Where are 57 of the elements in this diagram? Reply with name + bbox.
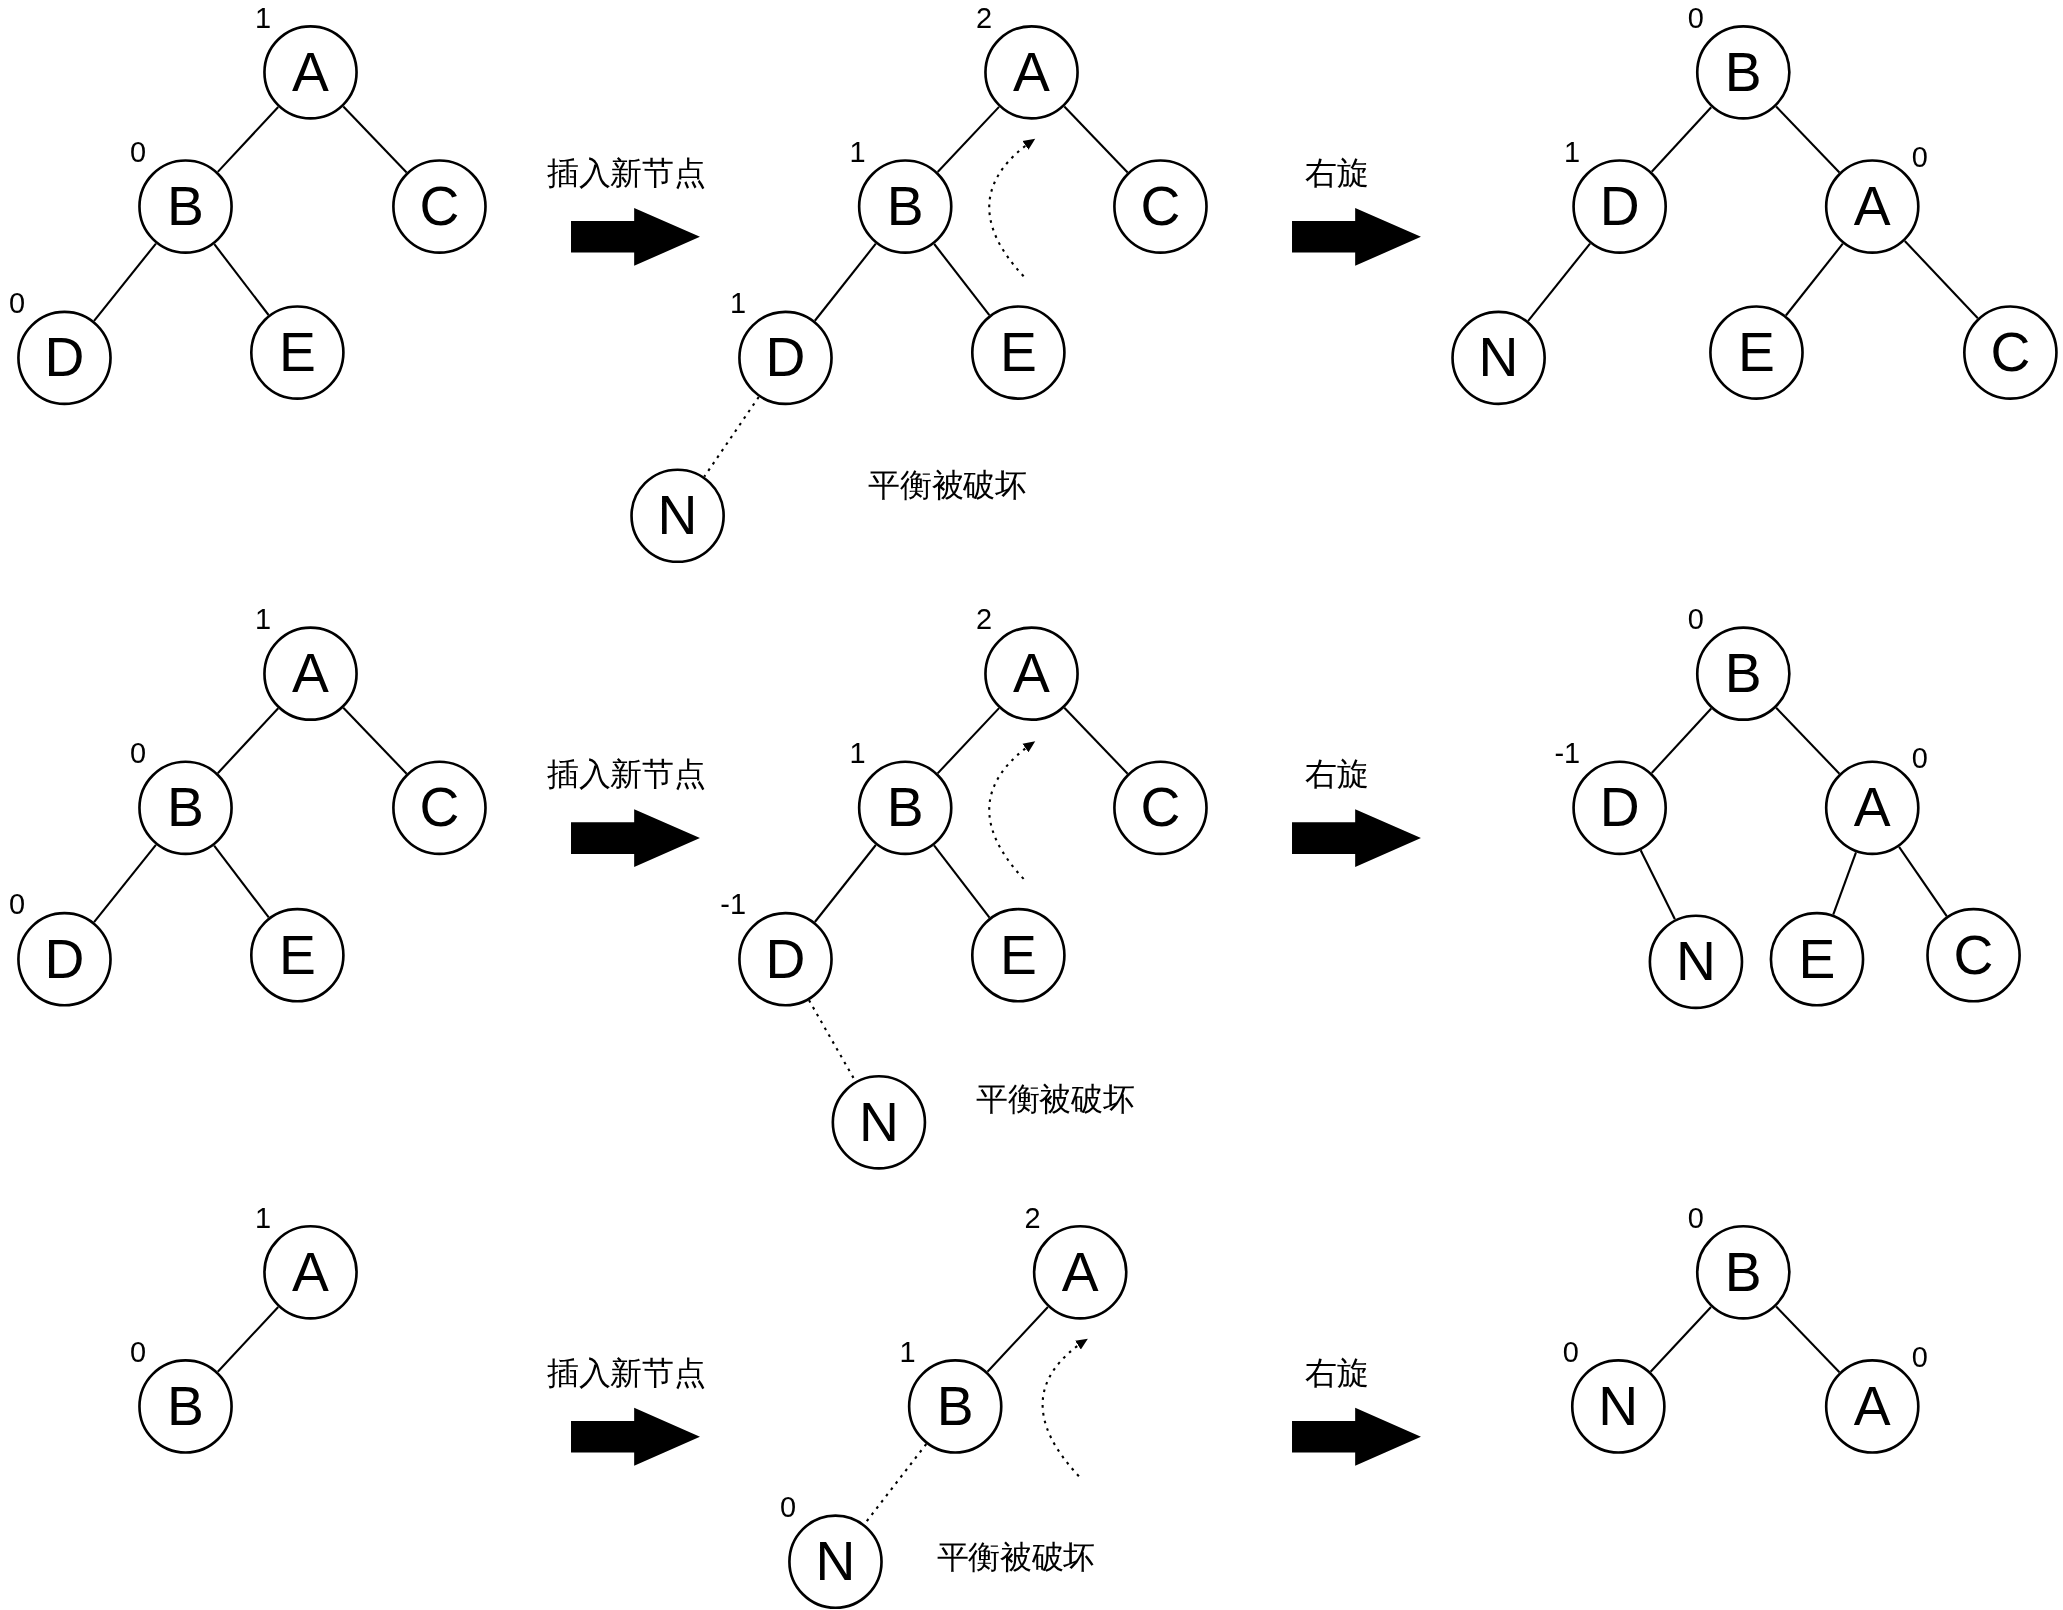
tree-edge — [1904, 240, 1979, 319]
tree-edge — [1063, 105, 1129, 174]
tree-edge — [1785, 243, 1844, 317]
tree-node-circle: C — [1926, 907, 2021, 1003]
annotation-text: 插入新节点 — [547, 759, 706, 791]
tree-node-circle: C — [1113, 760, 1208, 856]
tree-edge — [217, 707, 279, 774]
tree-edge — [1650, 106, 1712, 173]
tree-edge — [933, 844, 991, 919]
tree-node-circle: N — [831, 1074, 927, 1170]
tree-node-circle: E — [250, 907, 345, 1003]
tree-node-circle: C — [392, 159, 487, 254]
tree-edge — [814, 243, 877, 322]
dotted-tree-edge — [703, 396, 760, 478]
tree-edge — [1649, 1306, 1712, 1373]
tree-node-circle: E — [1769, 911, 1865, 1007]
tree-edge — [936, 707, 1000, 775]
tree-node-circle: C — [1113, 159, 1208, 254]
tree-node-circle: C — [392, 760, 487, 856]
tree-edge — [933, 243, 991, 316]
tree-edge — [1775, 105, 1841, 174]
tree-edge — [213, 243, 270, 316]
tree-node-circle: E — [971, 907, 1066, 1003]
dotted-tree-edge — [863, 1443, 928, 1525]
tree-edge — [1063, 707, 1129, 775]
tree-edge — [1775, 707, 1841, 775]
tree-edge — [1527, 242, 1591, 322]
tree-edge — [217, 1306, 279, 1373]
annotation-text: 右旋 — [1305, 157, 1369, 190]
tree-node-circle: N — [1451, 310, 1546, 406]
tree-edge — [1832, 851, 1857, 915]
annotation-text: 插入新节点 — [547, 157, 706, 190]
tree-node-circle: C — [1963, 305, 2058, 400]
tree-edge — [342, 707, 408, 775]
tree-edge — [93, 242, 157, 322]
annotation-text: 右旋 — [1305, 1357, 1369, 1390]
tree-node-circle: E — [971, 305, 1066, 400]
tree-edge — [1898, 846, 1948, 917]
annotation-text: 右旋 — [1305, 759, 1369, 791]
tree-edge — [814, 844, 877, 923]
tree-node-circle: N — [630, 468, 725, 564]
annotation-text: 平衡被破坏 — [936, 1542, 1095, 1574]
annotation-text: 平衡被破坏 — [868, 469, 1027, 502]
tree-edge — [1650, 707, 1712, 774]
tree-edge — [936, 106, 1000, 173]
tree-node-circle: E — [250, 305, 345, 400]
tree-edge — [1639, 849, 1676, 920]
tree-edge — [986, 1306, 1049, 1373]
tree-edge — [213, 844, 270, 919]
tree-edge — [1775, 1305, 1841, 1374]
tree-edge — [217, 106, 279, 173]
tree-edge — [342, 105, 408, 174]
annotation-text: 平衡被破坏 — [976, 1084, 1135, 1116]
annotation-text: 插入新节点 — [547, 1357, 706, 1390]
tree-edge — [93, 844, 157, 923]
tree-node-circle: E — [1709, 305, 1804, 400]
tree-node-circle: N — [1648, 914, 1744, 1010]
